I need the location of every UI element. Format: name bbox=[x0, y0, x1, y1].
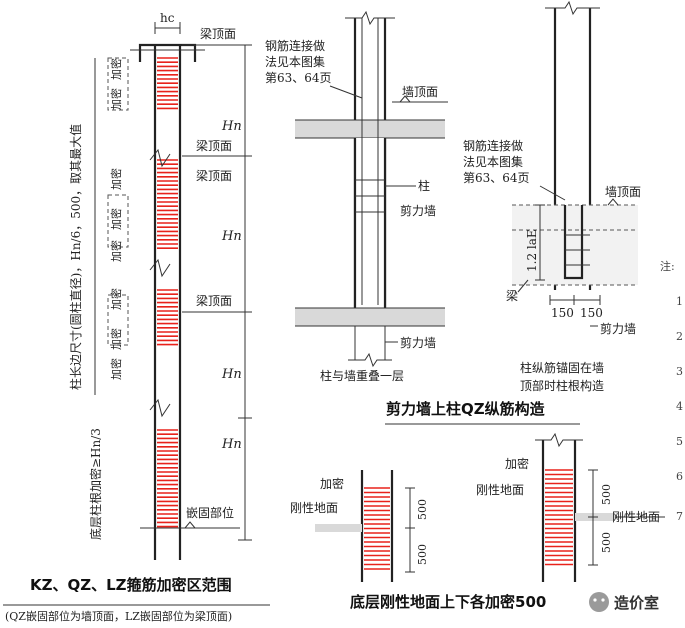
edge-note-4: 4 bbox=[676, 400, 683, 413]
hn-label-3: Hn bbox=[221, 367, 242, 382]
mid-shearwall-label: 剪力墙 bbox=[400, 203, 436, 218]
right-anchor-note-1: 柱纵筋锚固在墙 bbox=[520, 360, 604, 375]
dense-label-5: 加密 bbox=[109, 240, 123, 262]
dim-500-4: 500 bbox=[600, 532, 613, 553]
right-note-line-2: 法见本图集 bbox=[463, 154, 523, 169]
right-diagram: 1.2 laE 150 150 钢筋连接做 法见本图集 第63、64页 墙顶面 … bbox=[463, 0, 641, 393]
dense-zone-box-3 bbox=[107, 294, 129, 346]
hn-label-4: Hn bbox=[221, 437, 242, 452]
section-title: 剪力墙上柱QZ纵筋构造 bbox=[386, 400, 545, 418]
right-edge-notes: 注: 1 2 3 4 5 6 7 bbox=[660, 259, 683, 523]
right-beam-label: 梁 bbox=[506, 288, 518, 303]
edge-note-6: 6 bbox=[676, 470, 683, 483]
edge-note-0: 注: bbox=[660, 259, 675, 273]
embed-label: 嵌固部位 bbox=[186, 505, 234, 520]
vertical-note: 柱长边尺寸(圆柱直径)，Hn/6，500，取其最大值 bbox=[68, 124, 83, 390]
wechat-logo-icon bbox=[589, 592, 609, 612]
right-anchor-note-2: 顶部时柱根构造 bbox=[520, 378, 604, 393]
dense-label-6: 加密 bbox=[109, 288, 123, 310]
beam-top-label-3: 梁顶面 bbox=[196, 168, 232, 183]
bottom-root-note: 底层柱根加密≥Hn/3 bbox=[88, 428, 103, 540]
left-stirrups bbox=[157, 57, 178, 528]
beam-top-label-1: 梁顶面 bbox=[200, 26, 236, 41]
right-shearwall-label: 剪力墙 bbox=[600, 321, 636, 336]
right-note-line-3: 第63、64页 bbox=[463, 171, 530, 185]
mid-base-slab bbox=[295, 308, 445, 326]
edge-note-1: 1 bbox=[676, 295, 683, 308]
beam-top-label-2: 梁顶面 bbox=[196, 138, 232, 153]
ground-label-a: 刚性地面 bbox=[290, 501, 338, 515]
dim-500-1: 500 bbox=[416, 499, 429, 520]
dim-500-2: 500 bbox=[416, 544, 429, 565]
dense-label-3: 加密 bbox=[109, 168, 123, 190]
ground-label-b: 刚性地面 bbox=[476, 483, 524, 497]
right-wall-top-label: 墙顶面 bbox=[605, 185, 641, 199]
middle-diagram: 钢筋连接做 法见本图集 第63、64页 墙顶面 柱 剪力墙 剪力墙 柱与墙重叠一… bbox=[265, 10, 448, 383]
dense-label-7: 加密 bbox=[109, 328, 123, 350]
left-diagram: hc 梁顶面 梁顶面 梁顶面 梁顶面 加密 加密 加密 加密 加密 加密 加密 … bbox=[3, 11, 270, 623]
mid-wall-top-label: 墙顶面 bbox=[402, 85, 438, 99]
dim-500-3: 500 bbox=[600, 484, 613, 505]
mid-overlap-label: 柱与墙重叠一层 bbox=[320, 368, 404, 383]
bottom-right-diagram: 500 500 加密 刚性地面 500 500 加密 刚性地面 刚性地面 底层刚… bbox=[290, 432, 665, 611]
watermark-text: 造价室 bbox=[614, 594, 659, 612]
dense-label-8: 加密 bbox=[109, 358, 123, 380]
bottom-right-title: 底层刚性地面上下各加密500 bbox=[350, 593, 546, 611]
dense-label-4: 加密 bbox=[109, 208, 123, 230]
beam-top-label-4: 梁顶面 bbox=[196, 293, 232, 308]
dense-label-1: 加密 bbox=[109, 58, 123, 80]
mid-note-line-2: 法见本图集 bbox=[265, 54, 325, 69]
watermark: 造价室 bbox=[589, 592, 659, 612]
edge-note-3: 3 bbox=[676, 365, 683, 378]
dense-label-br-a: 加密 bbox=[320, 476, 344, 491]
hc-label: hc bbox=[160, 11, 175, 25]
right-note-line-1: 钢筋连接做 bbox=[463, 138, 523, 153]
dim-150-b: 150 bbox=[580, 306, 603, 320]
mid-slab bbox=[295, 120, 445, 138]
dense-label-2: 加密 bbox=[109, 88, 123, 110]
dim-150-a: 150 bbox=[551, 306, 574, 320]
hn-label-2: Hn bbox=[221, 229, 242, 244]
mid-column-label: 柱 bbox=[418, 178, 430, 193]
dense-label-br-b: 加密 bbox=[505, 456, 529, 471]
dense-zone-box-1 bbox=[107, 57, 129, 111]
mid-shearwall-label-2: 剪力墙 bbox=[400, 335, 436, 350]
edge-note-7: 7 bbox=[676, 510, 683, 523]
left-subtitle: (QZ嵌固部位为墙顶面，LZ嵌固部位为梁顶面) bbox=[5, 609, 232, 623]
left-title: KZ、QZ、LZ箍筋加密区范围 bbox=[30, 576, 232, 594]
edge-note-2: 2 bbox=[676, 330, 683, 343]
ground-label-c: 刚性地面 bbox=[612, 510, 660, 524]
edge-note-5: 5 bbox=[676, 435, 683, 448]
mid-note-line-3: 第63、64页 bbox=[265, 71, 332, 85]
dense-zone-box-2 bbox=[107, 194, 129, 248]
lae-label: 1.2 laE bbox=[525, 229, 539, 272]
hn-label-1: Hn bbox=[221, 119, 242, 134]
mid-note-line-1: 钢筋连接做 bbox=[265, 38, 325, 53]
